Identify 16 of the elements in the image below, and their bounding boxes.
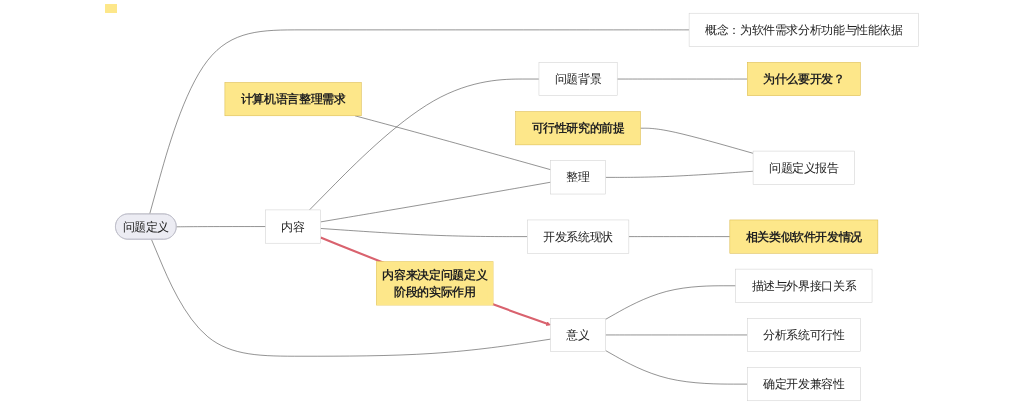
- node-box: 可行性研究的前提: [515, 111, 641, 146]
- arrow: [320, 236, 551, 326]
- node-box: 开发系统现状: [527, 219, 630, 254]
- node-box: 概念：为软件需求分析功能与性能依据: [688, 12, 919, 47]
- node-box: 确定开发兼容性: [747, 367, 861, 402]
- node-box: 内容: [265, 209, 321, 244]
- node-box: 分析系统可行性: [747, 318, 861, 352]
- node-box: 整理: [550, 160, 606, 195]
- node-box: 问题定义报告: [752, 150, 855, 185]
- node-box: 意义: [550, 318, 606, 352]
- node-box: 相关类似软件开发情况: [729, 219, 879, 254]
- edge-label: 内容来决定问题定义阶段的实际作用: [382, 268, 488, 299]
- node-box: 计算机语言整理需求: [224, 82, 362, 117]
- node-box: 描述与外界接口关系: [735, 268, 873, 303]
- node-box: 为什么要开发？: [747, 62, 861, 96]
- node-box: 问题背景: [538, 62, 618, 96]
